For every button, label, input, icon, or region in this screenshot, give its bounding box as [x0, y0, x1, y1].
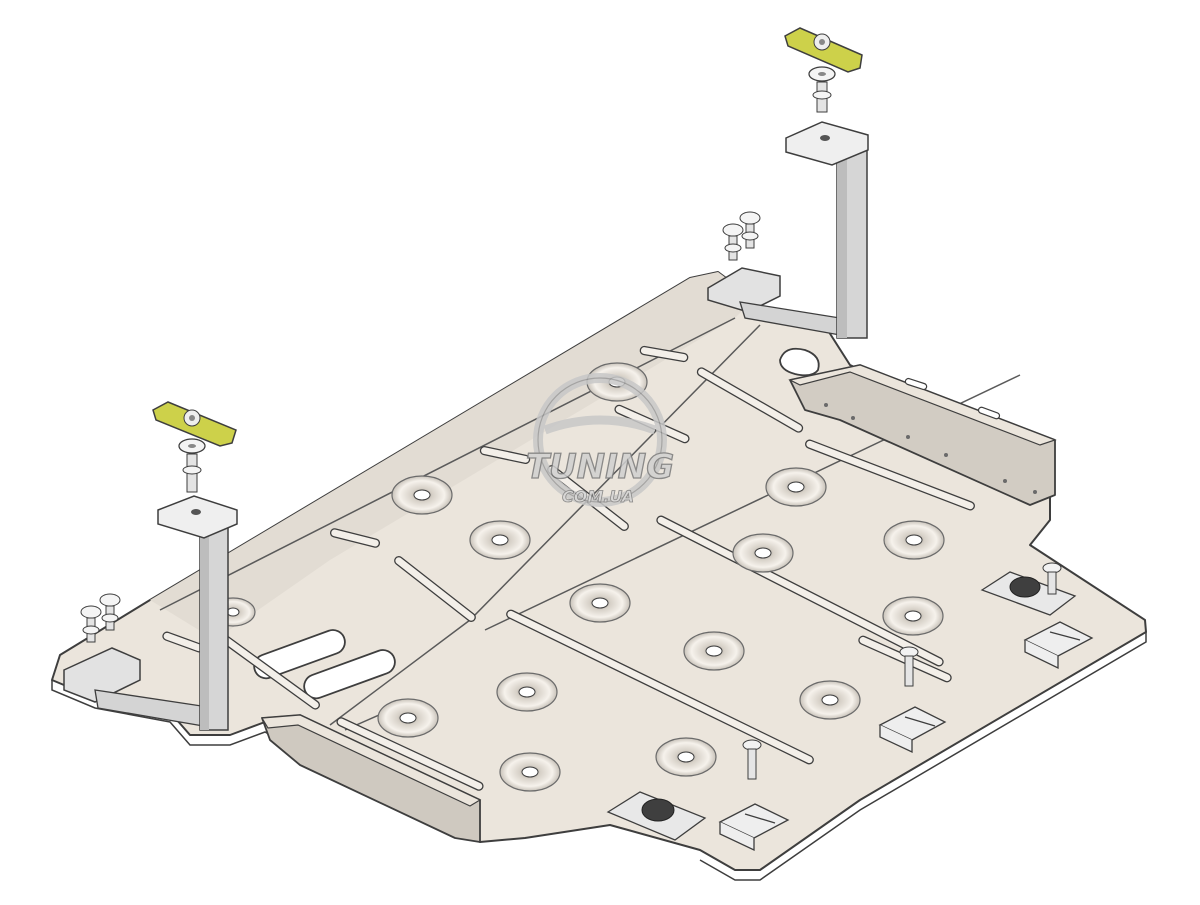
dimple — [882, 596, 944, 636]
right-hardware-stack — [784, 27, 863, 113]
mount-clip — [718, 803, 790, 852]
dimple — [683, 631, 745, 671]
right-flange-holes — [824, 403, 1037, 494]
stamped-dimples — [210, 362, 945, 792]
left-mounting-bracket — [63, 495, 238, 731]
left-hardware-stack — [152, 401, 237, 493]
dimple — [469, 520, 531, 560]
plate-front-edge — [51, 680, 421, 819]
rib — [696, 367, 804, 433]
dimple — [883, 520, 945, 560]
mount-clip — [1023, 621, 1094, 670]
plate-right-edge — [699, 632, 1147, 881]
round-cutout — [779, 347, 820, 377]
mount-clip — [878, 706, 947, 754]
vent-slot — [303, 649, 396, 700]
plate-bolt — [899, 646, 919, 687]
front-flange-top — [260, 714, 482, 807]
plate-bolt — [742, 739, 762, 780]
plate-left-strip — [150, 272, 748, 640]
right-mounting-bracket — [707, 121, 869, 339]
rib — [479, 445, 531, 465]
rib — [805, 439, 975, 511]
vent-slot — [253, 629, 346, 680]
watermark-domain: COM.UA — [562, 487, 634, 506]
bracket-base — [63, 647, 141, 703]
dimple — [499, 752, 561, 792]
rubber-bumper — [980, 571, 1077, 616]
steering-wheel-logo-icon — [533, 373, 667, 507]
ventilation-slots — [253, 629, 396, 700]
rib — [506, 609, 814, 765]
stiffening-ribs — [162, 345, 975, 791]
dimple — [732, 533, 794, 573]
skid-plate — [51, 271, 1147, 881]
dimple — [765, 467, 827, 507]
rib — [329, 528, 381, 548]
plate-bolt — [1042, 562, 1062, 595]
dimple — [391, 475, 453, 515]
dimple — [377, 698, 439, 738]
bracket-top-plate — [157, 495, 238, 539]
right-flange-slots — [904, 377, 1001, 420]
dimple — [496, 672, 558, 712]
dimple — [655, 737, 717, 777]
left-small-bolts — [80, 593, 121, 643]
right-flange-top — [788, 364, 1057, 446]
dimple — [569, 583, 631, 623]
rubber-bumper — [606, 791, 707, 841]
watermark-brand: TUNING — [526, 447, 674, 487]
right-small-bolts — [722, 211, 761, 261]
bracket-base — [707, 267, 781, 313]
rib — [639, 345, 689, 363]
watermark: TUNING COM.UA — [525, 373, 675, 507]
bracket-top-plate — [785, 121, 869, 166]
dimple — [799, 680, 861, 720]
rib — [394, 556, 476, 622]
rib — [336, 717, 484, 791]
rib — [656, 515, 944, 667]
